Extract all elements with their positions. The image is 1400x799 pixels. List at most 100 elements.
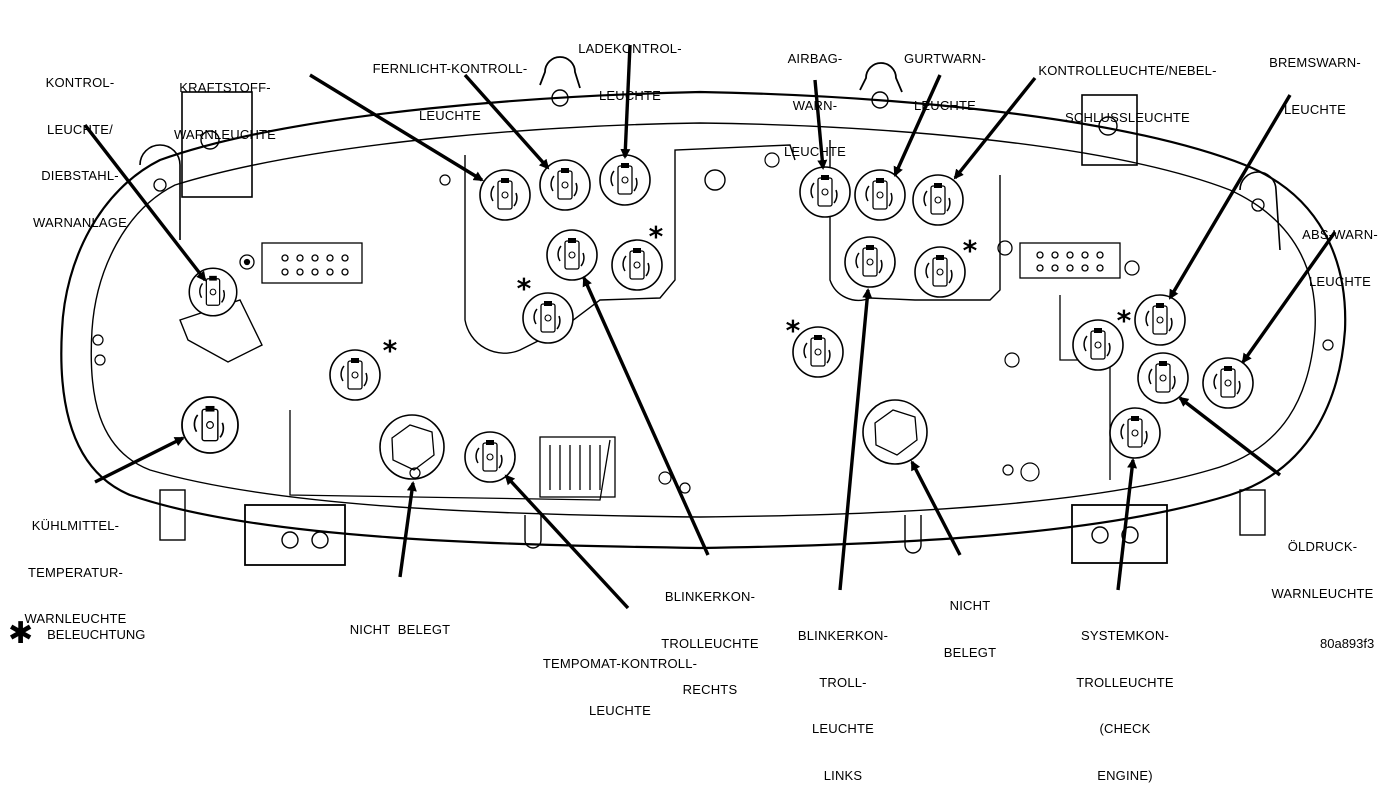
label-blinker-links: BLINKERKON- TROLL- LEUCHTE LINKS xyxy=(778,597,908,799)
unused-socket-right xyxy=(862,399,928,465)
arrow-blinker-links xyxy=(838,288,873,591)
arrow-bremswarn xyxy=(1168,94,1292,300)
asterisk-icon: ✱ xyxy=(8,617,34,650)
arrow-blinker-rechts xyxy=(582,276,710,556)
label-line: LEUCHTE xyxy=(811,721,875,736)
label-line: LADEKONTROL- xyxy=(578,41,682,56)
asterisk-marker: * xyxy=(963,234,978,267)
label-line: BELEGT xyxy=(943,644,997,660)
arrow-ladekontroll xyxy=(620,44,632,159)
instrument-cluster-diagram: * * * * * * xyxy=(60,44,1347,610)
socket-beleuchtung-4 xyxy=(792,326,844,378)
asterisk-marker: * xyxy=(1117,304,1132,337)
legend-text: BELEUCHTUNG xyxy=(47,626,146,642)
arrow-kuehlmittel xyxy=(94,436,185,484)
legend: ✱ BELEUCHTUNG xyxy=(8,617,146,650)
arrow-nebelschluss xyxy=(953,76,1037,180)
arrow-nicht-belegt-left xyxy=(398,481,417,578)
label-line: (CHECK xyxy=(1099,721,1151,736)
label-airbag: AIRBAG- WARN- LEUCHTE xyxy=(770,20,860,175)
label-line: BLINKERKON- xyxy=(797,628,889,643)
label-line: ÖLDRUCK- xyxy=(1287,539,1358,554)
label-line: DIEBSTAHL- xyxy=(41,168,119,183)
label-blinker-rechts: BLINKERKON- TROLLEUCHTE RECHTS xyxy=(645,558,775,713)
label-systemkontroll: SYSTEMKON- TROLLEUCHTE (CHECK ENGINE) xyxy=(1060,597,1190,799)
label-line: WARNLEUCHTE xyxy=(173,126,277,142)
arrow-abs xyxy=(1241,231,1337,364)
socket-nebelschluss xyxy=(912,174,964,226)
socket-kontroll-diebstahl xyxy=(179,267,263,363)
socket-blinker-links xyxy=(844,236,896,288)
socket-kraftstoff xyxy=(479,169,531,221)
arrow-oeldruck xyxy=(1178,396,1282,477)
label-line: TROLLEUCHTE xyxy=(1076,674,1174,690)
label-nicht-belegt-left: NICHT BELEGT xyxy=(330,591,470,653)
asterisk-marker: * xyxy=(383,334,398,367)
figure-code: 80a893f3 xyxy=(1320,636,1375,651)
socket-gurtwarn xyxy=(854,169,906,221)
asterisk-marker: * xyxy=(649,220,664,253)
label-oeldruck: ÖLDRUCK- WARNLEUCHTE xyxy=(1255,508,1390,617)
connector-left xyxy=(239,242,363,284)
label-bremswarn: BREMSWARN- LEUCHTE xyxy=(1255,24,1375,133)
label-line: RECHTS xyxy=(682,682,738,697)
label-line: GURTWARN- xyxy=(904,51,986,66)
label-line: WARNLEUCHTE xyxy=(1271,585,1374,601)
label-line: KÜHLMITTEL- xyxy=(31,518,120,533)
label-line: TROLLEUCHTE xyxy=(661,635,759,651)
label-nicht-belegt-right: NICHT BELEGT xyxy=(920,567,1020,676)
label-line: KONTROL- xyxy=(45,75,115,90)
label-line: KONTROLLEUCHTE/NEBEL- xyxy=(1038,63,1217,78)
socket-beleuchtung-3 xyxy=(914,246,966,298)
label-line: ENGINE) xyxy=(1097,767,1153,783)
label-line: LEUCHTE xyxy=(783,144,847,159)
label-fernlicht: FERNLICHT-KONTROLL- LEUCHTE xyxy=(350,30,550,139)
socket-blinker-rechts xyxy=(546,229,598,281)
label-line: TEMPERATUR- xyxy=(27,564,124,580)
label-abs: ABS-WARN- LEUCHTE xyxy=(1285,196,1395,305)
socket-bremswarn xyxy=(1134,294,1186,346)
label-line: LINKS xyxy=(823,767,863,783)
arrow-systemkontroll xyxy=(1116,458,1138,591)
label-line: BLINKERKON- xyxy=(664,589,756,604)
label-line: WARNANLAGE xyxy=(33,214,127,230)
label-line: ABS-WARN- xyxy=(1302,227,1378,242)
label-line: LEUCHTE xyxy=(913,97,977,113)
label-nebelschluss: KONTROLLEUCHTE/NEBEL- SCHLUSSLEUCHTE xyxy=(1020,32,1235,141)
socket-abs xyxy=(1202,357,1254,409)
label-gurtwarn: GURTWARN- LEUCHTE xyxy=(890,20,1000,129)
label-line: FERNLICHT-KONTROLL- xyxy=(372,61,528,76)
arrow-fernlicht xyxy=(463,73,550,170)
unused-socket-left xyxy=(379,414,445,480)
label-line: AIRBAG- xyxy=(787,51,843,66)
arrow-kontroll-diebstahl xyxy=(83,123,207,282)
bulb-sockets xyxy=(181,154,1254,483)
label-kuehlmittel: KÜHLMITTEL- TEMPERATUR- WARNLEUCHTE xyxy=(8,487,143,642)
label-line: BREMSWARN- xyxy=(1269,55,1361,70)
label-line: NICHT BELEGT xyxy=(349,622,451,637)
board-outline xyxy=(60,56,1347,566)
connector-bottom xyxy=(539,436,616,498)
socket-oeldruck xyxy=(1137,352,1189,404)
label-line: LEUCHTE xyxy=(418,107,482,123)
arrow-airbag xyxy=(813,79,828,170)
arrow-tempomat xyxy=(504,474,630,610)
illumination-markers: * * * * * * xyxy=(383,220,1132,367)
asterisk-marker: * xyxy=(786,314,801,347)
label-line: SCHLUSSLEUCHTE xyxy=(1065,109,1190,125)
label-line: LEUCHTE xyxy=(598,87,662,103)
socket-ladekontroll xyxy=(599,154,651,206)
label-line: WARN- xyxy=(792,97,838,113)
label-kontroll-diebstahl: KONTROL- LEUCHTE/ DIEBSTAHL- WARNANLAGE xyxy=(20,44,140,246)
label-kraftstoff: KRAFTSTOFF- WARNLEUCHTE xyxy=(150,49,300,158)
label-line: NICHT xyxy=(949,598,991,613)
socket-tempomat xyxy=(464,431,516,483)
label-line: LEUCHTE xyxy=(1283,101,1347,117)
arrow-kraftstoff xyxy=(309,73,484,182)
label-line: SYSTEMKON- xyxy=(1081,628,1169,643)
socket-beleuchtung-5 xyxy=(329,349,381,401)
asterisk-marker: * xyxy=(517,272,532,305)
label-line: LEUCHTE xyxy=(1308,273,1372,289)
socket-kuehlmittel xyxy=(181,396,239,454)
socket-systemkontroll xyxy=(1109,407,1161,459)
